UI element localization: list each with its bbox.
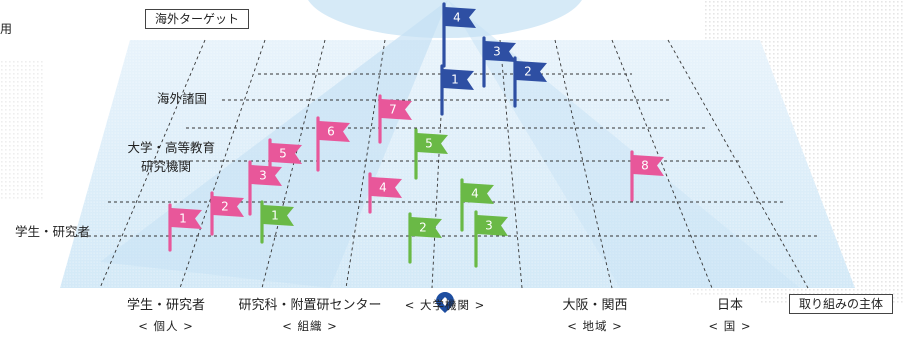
axis-label-region: 大阪・関西 < 地域 > (545, 295, 645, 337)
flag-number: 4 (471, 187, 479, 201)
flag-green-4: 4 (460, 178, 494, 232)
flag-number: 2 (419, 221, 427, 235)
flag-number: 5 (279, 147, 287, 161)
flag-cloth (381, 99, 412, 120)
cut-off-text: 用 (0, 22, 13, 36)
flag-pink-4: 4 (368, 172, 402, 214)
grid-vertical-line (99, 39, 206, 289)
flag-cloth (477, 215, 508, 236)
axis-label-region-main: 大阪・関西 (562, 298, 628, 313)
flag-number: 1 (271, 209, 279, 223)
flag-cloth (633, 155, 664, 176)
flag-pink-1: 1 (168, 203, 202, 252)
flag-number: 6 (327, 125, 335, 139)
axis-label-individual-sub: < 個人 > (138, 319, 194, 333)
grid-vertical-line (611, 39, 713, 289)
grid-vertical-line (179, 39, 266, 289)
flag-cloth (371, 177, 402, 198)
flag-number: 5 (425, 137, 433, 151)
axis-label-individual-main: 学生・研究者 (126, 298, 205, 313)
university-logo-icon (436, 292, 454, 313)
flag-navy-3: 3 (482, 36, 516, 88)
flag-cloth (213, 196, 244, 217)
grid-vertical-line (261, 39, 326, 289)
flag-pink-8: 8 (630, 150, 664, 202)
flag-number: 2 (524, 65, 532, 79)
flag-green-5: 5 (414, 128, 448, 180)
flag-number: 1 (179, 212, 187, 226)
flag-cloth (319, 121, 350, 142)
flag-cloth (411, 217, 442, 238)
flag-cloth (171, 208, 202, 229)
flag-cloth (271, 143, 302, 164)
flag-pink-7: 7 (378, 94, 412, 144)
side-label-overseas: 海外諸国 (156, 91, 207, 106)
flag-number: 3 (259, 169, 267, 183)
axis-label-country-sub: < 国 > (708, 319, 752, 333)
grid-vertical-line (554, 39, 613, 289)
overseas-target-box: 海外ターゲット (145, 9, 250, 29)
flag-navy-4: 4 (442, 2, 476, 68)
flag-pink-3: 3 (248, 160, 282, 216)
flag-cloth (417, 133, 448, 154)
side-label-university: 大学・高等教育 研究機関 (127, 138, 215, 176)
flag-navy-1: 1 (440, 64, 474, 116)
flag-number: 4 (379, 181, 387, 195)
flag-green-1: 1 (260, 200, 294, 244)
grid-lines (70, 39, 820, 289)
flag-number: 3 (485, 219, 493, 233)
flags-layer: 1 2 3 4 5 6 7 8 1 2 3 4 5 1 2 3 4 (168, 2, 664, 268)
axis-label-university: < 大学機関 > (395, 295, 495, 316)
axis-label-university-sub: < 大学機関 > (404, 298, 486, 312)
flag-cloth (463, 183, 494, 204)
axis-label-country: 日本 < 国 > (690, 295, 770, 337)
side-label-student: 学生・研究者 (14, 224, 90, 239)
flag-pink-5: 5 (268, 138, 302, 182)
flag-number: 2 (221, 200, 229, 214)
flag-number: 7 (389, 103, 397, 117)
flag-cloth (443, 69, 474, 90)
axis-label-country-main: 日本 (716, 298, 743, 313)
flag-cloth (445, 7, 476, 28)
axis-label-organization-main: 研究科・附置研センター (238, 298, 382, 313)
flag-green-2: 2 (408, 212, 442, 264)
flag-number: 4 (453, 11, 461, 25)
flag-pink-2: 2 (210, 191, 244, 236)
flag-green-3: 3 (474, 210, 508, 268)
side-label-university-line1: 大学・高等教育 (127, 140, 215, 155)
flag-number: 1 (451, 73, 459, 87)
axis-label-individual: 学生・研究者 < 個人 > (106, 295, 226, 337)
axis-label-organization-sub: < 組織 > (282, 319, 338, 333)
flag-number: 8 (641, 159, 649, 173)
flag-cloth (251, 165, 282, 186)
flag-pink-6: 6 (316, 116, 350, 172)
flag-cloth (516, 61, 547, 82)
side-label-university-line2: 研究機関 (140, 159, 191, 174)
flag-cloth (485, 41, 516, 62)
flag-number: 3 (493, 45, 501, 59)
flag-navy-2: 2 (513, 56, 547, 108)
axis-label-organization: 研究科・附置研センター < 組織 > (222, 295, 398, 337)
grid-vertical-line (431, 39, 446, 289)
flag-cloth (263, 205, 294, 226)
axis-label-region-sub: < 地域 > (567, 319, 623, 333)
subject-box: 取り組みの主体 (789, 294, 894, 314)
